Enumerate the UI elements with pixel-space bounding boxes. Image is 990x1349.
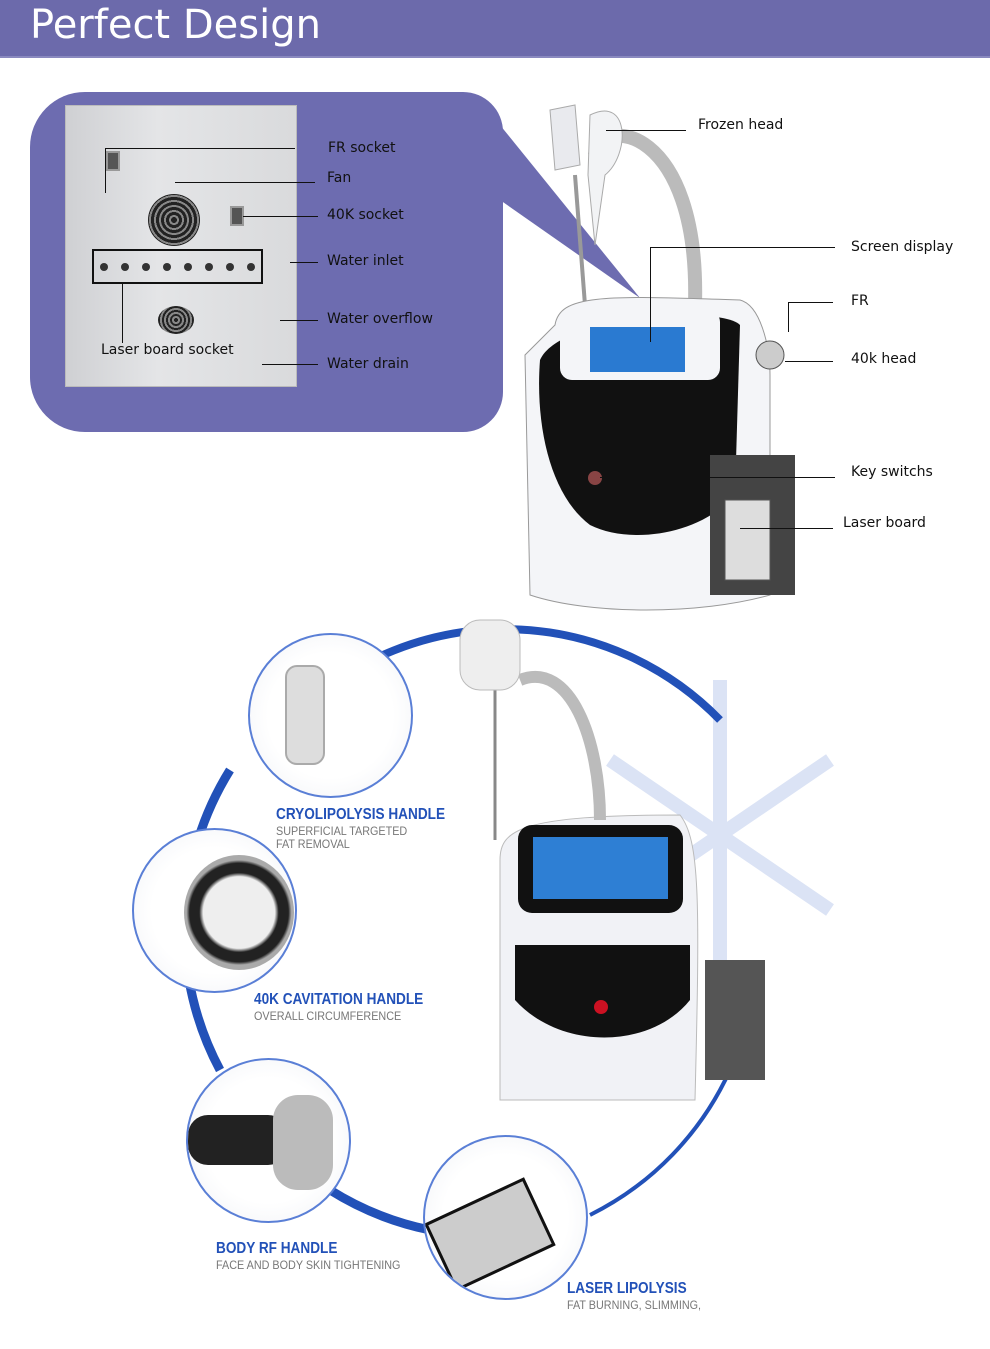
header-bar: Perfect Design [0, 0, 990, 58]
label-screen-display: Screen display [851, 239, 954, 255]
label-water-overflow: Water overflow [327, 311, 433, 327]
machine-illustration [524, 104, 795, 611]
feature-ring [180, 619, 834, 1235]
fan-icon [148, 194, 200, 246]
label-fr-socket: FR socket [328, 140, 396, 156]
handle-subtitle: SUPERFICIAL TARGETED [276, 824, 408, 838]
label-laser-board: Laser board [843, 515, 926, 531]
handle-subtitle: FACE AND BODY SKIN TIGHTENING [216, 1258, 401, 1272]
handle-subtitle: FAT REMOVAL [276, 837, 350, 851]
label-frozen-head: Frozen head [698, 117, 784, 133]
label-water-drain: Water drain [327, 356, 409, 372]
laser-lipolysis-pads-image [423, 1135, 588, 1300]
laser-sockets-box [92, 249, 263, 284]
label-40k-head: 40k head [851, 351, 917, 367]
handle-title: 40K CAVITATION HANDLE [254, 991, 424, 1008]
handle-title: LASER LIPOLYSIS [567, 1280, 687, 1297]
label-laser-board-socket: Laser board socket [101, 342, 234, 358]
handle-title: CRYOLIPOLYSIS HANDLE [276, 806, 446, 823]
cavitation-handle-image [132, 828, 297, 993]
page-title: Perfect Design [30, 2, 321, 48]
fan-small-icon [158, 306, 194, 334]
cryolipolysis-handle-image [248, 633, 413, 798]
label-fan: Fan [327, 170, 352, 186]
handle-subtitle: FAT BURNING, SLIMMING, [567, 1298, 702, 1312]
fr-socket-icon [106, 151, 120, 171]
handle-title: BODY RF HANDLE [216, 1240, 338, 1257]
callout-pointer [500, 125, 640, 298]
label-key-switchs: Key switchs [851, 464, 933, 480]
socket-40k-icon [230, 206, 244, 226]
label-fr: FR [851, 293, 869, 309]
body-rf-handle-image [186, 1058, 351, 1223]
handle-subtitle: OVERALL CIRCUMFERENCE [254, 1009, 402, 1023]
label-water-inlet: Water inlet [327, 253, 404, 269]
label-40k-socket: 40K socket [327, 207, 404, 223]
